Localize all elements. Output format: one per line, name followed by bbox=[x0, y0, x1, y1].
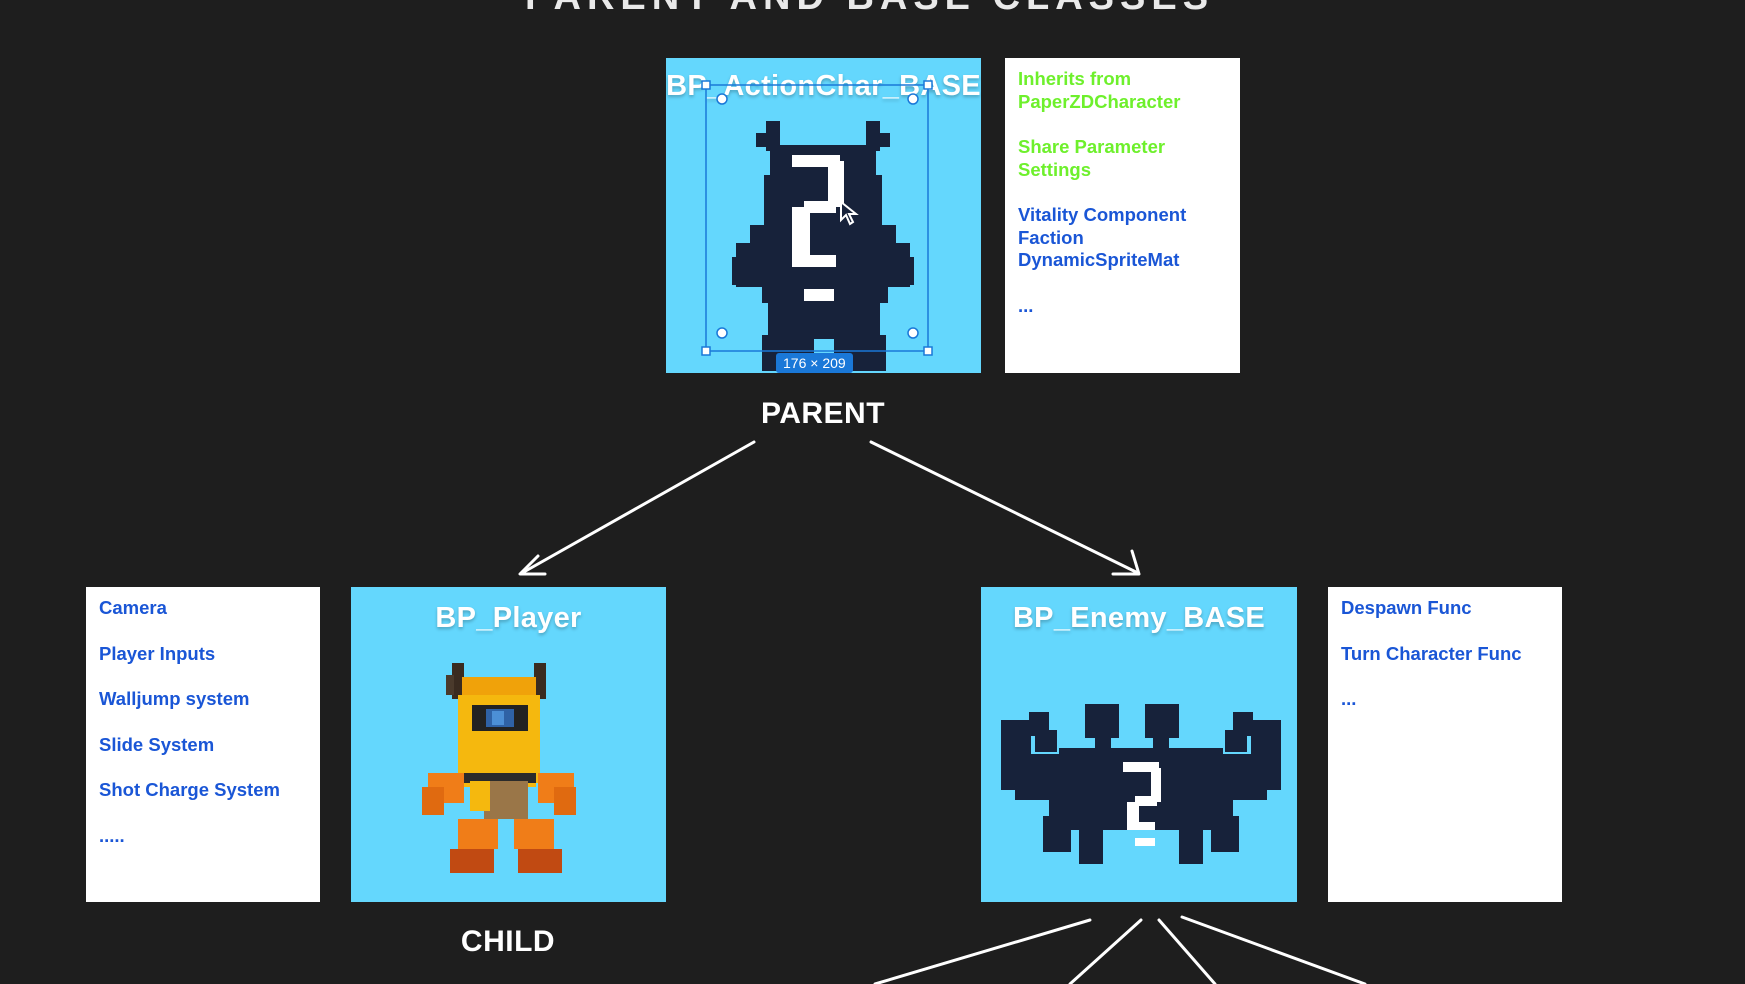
enemy-notes-panel: Despawn Func Turn Character Func ... bbox=[1328, 587, 1562, 902]
note-slide: Slide System bbox=[99, 733, 215, 755]
child-label: CHILD bbox=[460, 925, 556, 958]
note-despawn: Despawn Func bbox=[1341, 597, 1472, 618]
player-character-icon bbox=[422, 663, 576, 873]
note-shot-charge: Shot Charge System bbox=[99, 779, 280, 800]
note-inherits: Inherits from PaperZDCharacter bbox=[1018, 68, 1181, 112]
arrow-head-player bbox=[518, 554, 547, 576]
note-player-inputs: Player Inputs bbox=[99, 642, 216, 664]
header-fragment: PARENT AND BASE CLASSES bbox=[525, 0, 1214, 19]
enemy-card[interactable]: BP_Enemy_BASE bbox=[981, 587, 1297, 902]
note-ellipsis: ... bbox=[1018, 294, 1034, 316]
selection-box[interactable] bbox=[701, 80, 941, 360]
note-camera: Camera bbox=[99, 597, 167, 618]
note-more: ..... bbox=[99, 824, 125, 846]
parent-label: PARENT bbox=[760, 397, 886, 430]
parent-notes-panel: Inherits from PaperZDCharacter Share Par… bbox=[1005, 58, 1240, 373]
note-components: Vitality Component Faction DynamicSprite… bbox=[1018, 204, 1187, 270]
note-share-parameters: Share Parameter Settings bbox=[1018, 136, 1166, 180]
player-card[interactable]: BP_Player bbox=[351, 587, 666, 902]
branch-line-2 bbox=[1068, 918, 1143, 984]
player-notes-panel: Camera Player Inputs Walljump system Sli… bbox=[86, 587, 320, 902]
player-card-title: BP_Player bbox=[435, 602, 582, 634]
unknown-enemy-icon bbox=[1001, 704, 1281, 864]
arrow-to-player bbox=[520, 440, 756, 575]
note-walljump: Walljump system bbox=[99, 688, 250, 709]
arrow-head-enemy bbox=[1111, 549, 1141, 576]
arrow-to-enemy bbox=[869, 440, 1140, 575]
size-badge: 176 × 209 bbox=[776, 353, 853, 373]
unknown-character-icon bbox=[732, 121, 914, 371]
branch-line-4 bbox=[1180, 915, 1367, 984]
branch-line-3 bbox=[1157, 918, 1217, 984]
branch-line-1 bbox=[873, 918, 1092, 984]
cursor-icon bbox=[840, 200, 859, 226]
note-turn-character: Turn Character Func bbox=[1341, 642, 1522, 664]
note-ellipsis: ... bbox=[1341, 688, 1357, 709]
enemy-card-title: BP_Enemy_BASE bbox=[1012, 602, 1266, 634]
parent-card[interactable]: BP_ActionChar_BASE 176 × 209 bbox=[666, 58, 981, 373]
